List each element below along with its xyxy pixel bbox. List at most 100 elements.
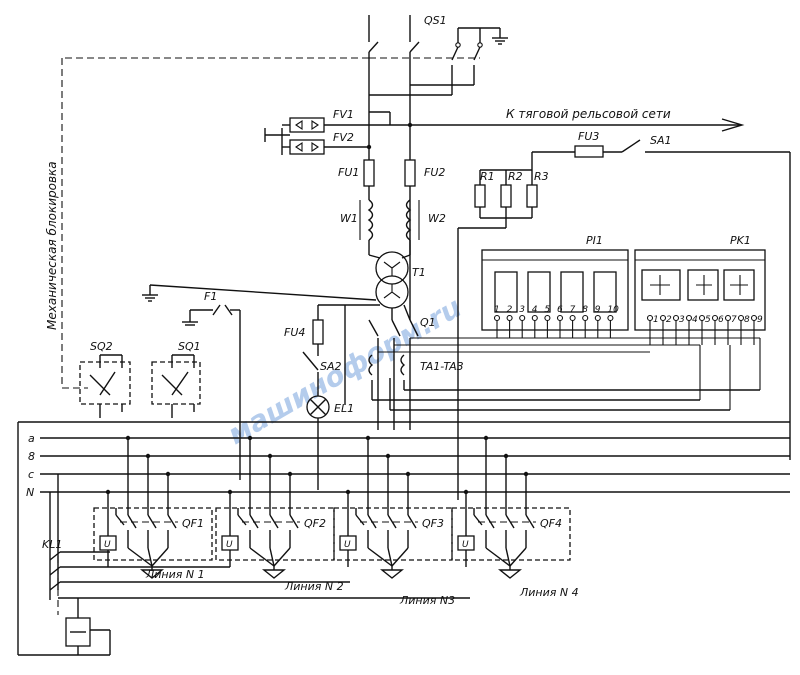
pk1-terminal: 7 — [724, 314, 737, 345]
qf2-label: QF2 — [304, 517, 326, 530]
r3-label: R3 — [534, 170, 549, 183]
bus-a-label: a — [28, 432, 35, 445]
arresters-fv: FV1 FV2 — [264, 108, 413, 155]
qf1-label: QF1 — [182, 517, 204, 530]
sa2-label: SA2 — [320, 360, 342, 373]
pi1-terminal: 5 — [544, 305, 551, 338]
pi1-terminal-label: 1 — [494, 305, 500, 315]
pk1-terminal-label: 7 — [731, 315, 737, 325]
kl1-label: KL1 — [42, 538, 62, 551]
pi1-terminal: 2 — [506, 305, 513, 338]
t1-label: T1 — [412, 266, 426, 279]
breaker-q1: Q1 — [368, 316, 436, 430]
pk1-terminal-label: 3 — [679, 315, 685, 325]
pi1-terminal-label: 6 — [557, 305, 563, 315]
current-transformers-ta: TA1-TA3 — [368, 354, 760, 411]
pk1-terminal: 2 — [659, 314, 672, 345]
feeder-line2-label: Линия N 2 — [284, 580, 344, 593]
pk1-terminal: 9 — [750, 314, 763, 345]
undervoltage-release-label: U — [344, 540, 351, 550]
transformer-t1: T1 — [142, 251, 426, 405]
pi1-terminal-label: 4 — [532, 305, 538, 315]
pi1-terminal: 7 — [569, 305, 576, 338]
fuses-fu1-fu2: FU1 FU2 — [338, 159, 445, 200]
pi1-terminal-label: 8 — [582, 305, 588, 315]
w1-label: W1 — [340, 212, 358, 225]
r1-label: R1 — [480, 170, 495, 183]
bus-n-label: N — [26, 486, 34, 499]
mechanical-interlock: Механическая блокировка — [45, 57, 369, 389]
pi1-terminal-label: 2 — [507, 305, 513, 315]
q1-label: Q1 — [420, 316, 436, 329]
pk1-terminal: 8 — [737, 314, 750, 345]
pi1-terminal: 1 — [493, 305, 501, 338]
bus-c-label: c — [28, 468, 34, 481]
pi1-terminal: 9 — [594, 305, 601, 338]
qs1-label: QS1 — [424, 14, 447, 27]
el1-label: EL1 — [334, 402, 354, 415]
pi1-terminal-label: 9 — [595, 305, 601, 315]
sq2-label: SQ2 — [90, 340, 113, 353]
pk1-label: PK1 — [730, 234, 751, 247]
r2-label: R2 — [508, 170, 523, 183]
pi1-terminal: 3 — [519, 305, 526, 338]
pk1-terminal-label: 9 — [757, 315, 763, 325]
mech-interlock-label: Механическая блокировка — [45, 161, 59, 330]
fu3-label: FU3 — [578, 130, 599, 143]
fu1-label: FU1 — [338, 166, 359, 179]
pk1-terminal: 6 — [711, 314, 724, 345]
coils-w1-w2: W1 W2 — [340, 199, 446, 255]
pk1-terminal: 5 — [698, 314, 711, 345]
fv2-label: FV2 — [333, 131, 354, 144]
pk1-terminal: 3 — [672, 314, 685, 345]
feeder-line3-label: Линия N3 — [399, 594, 455, 607]
pi1-terminal-label: 10 — [607, 305, 619, 315]
feeder-line4-label: Линия N 4 — [519, 586, 579, 599]
pk1-terminal-label: 2 — [666, 315, 672, 325]
qf4-label: QF4 — [540, 517, 562, 530]
fv1-label: FV1 — [333, 108, 354, 121]
resistors-r: R1 R2 R3 — [457, 152, 549, 500]
traction-network-line: К тяговой рельсовой сети — [368, 107, 745, 160]
busbars: a 8 c N — [17, 421, 790, 655]
pk1-terminal-label: 6 — [718, 315, 724, 325]
meter-wiring — [378, 337, 761, 410]
pi1-terminal-label: 3 — [519, 305, 525, 315]
pk1-terminal-label: 8 — [744, 315, 750, 325]
feeder-line1-label: Линия N 1 — [145, 568, 205, 581]
pi1-terminal: 6 — [556, 305, 564, 338]
undervoltage-release-label: U — [462, 540, 469, 550]
fu4-label: FU4 — [284, 326, 305, 339]
pk1-terminal: 4 — [685, 314, 698, 345]
ta-label: TA1-TA3 — [420, 360, 464, 373]
pk1-terminal-label: 1 — [653, 315, 659, 325]
bus-b-label: 8 — [28, 450, 35, 463]
pi1-terminal: 10 — [607, 305, 619, 338]
qf3-label: QF3 — [422, 517, 444, 530]
lamp-circuit: FU4 SA2 EL1 — [284, 304, 354, 490]
pi1-terminal: 8 — [582, 305, 589, 338]
pi1-label: PI1 — [586, 234, 603, 247]
pi1-terminal-label: 5 — [544, 305, 550, 315]
fu3-sa1-branch: FU3 SA1 — [532, 130, 791, 460]
w2-label: W2 — [428, 212, 446, 225]
traction-label: К тяговой рельсовой сети — [506, 107, 671, 121]
sa1-label: SA1 — [650, 134, 672, 147]
undervoltage-release-label: U — [226, 540, 233, 550]
pk1-terminal-label: 5 — [705, 315, 711, 325]
pk1-terminal: 1 — [646, 314, 659, 345]
pi1-terminal: 4 — [531, 305, 538, 338]
pk1-terminal-label: 4 — [692, 315, 698, 325]
f1-label: F1 — [204, 290, 217, 303]
relay-kl1: KL1 — [18, 474, 470, 656]
undervoltage-release-label: U — [104, 540, 111, 550]
pi1-terminal-label: 7 — [570, 305, 576, 315]
